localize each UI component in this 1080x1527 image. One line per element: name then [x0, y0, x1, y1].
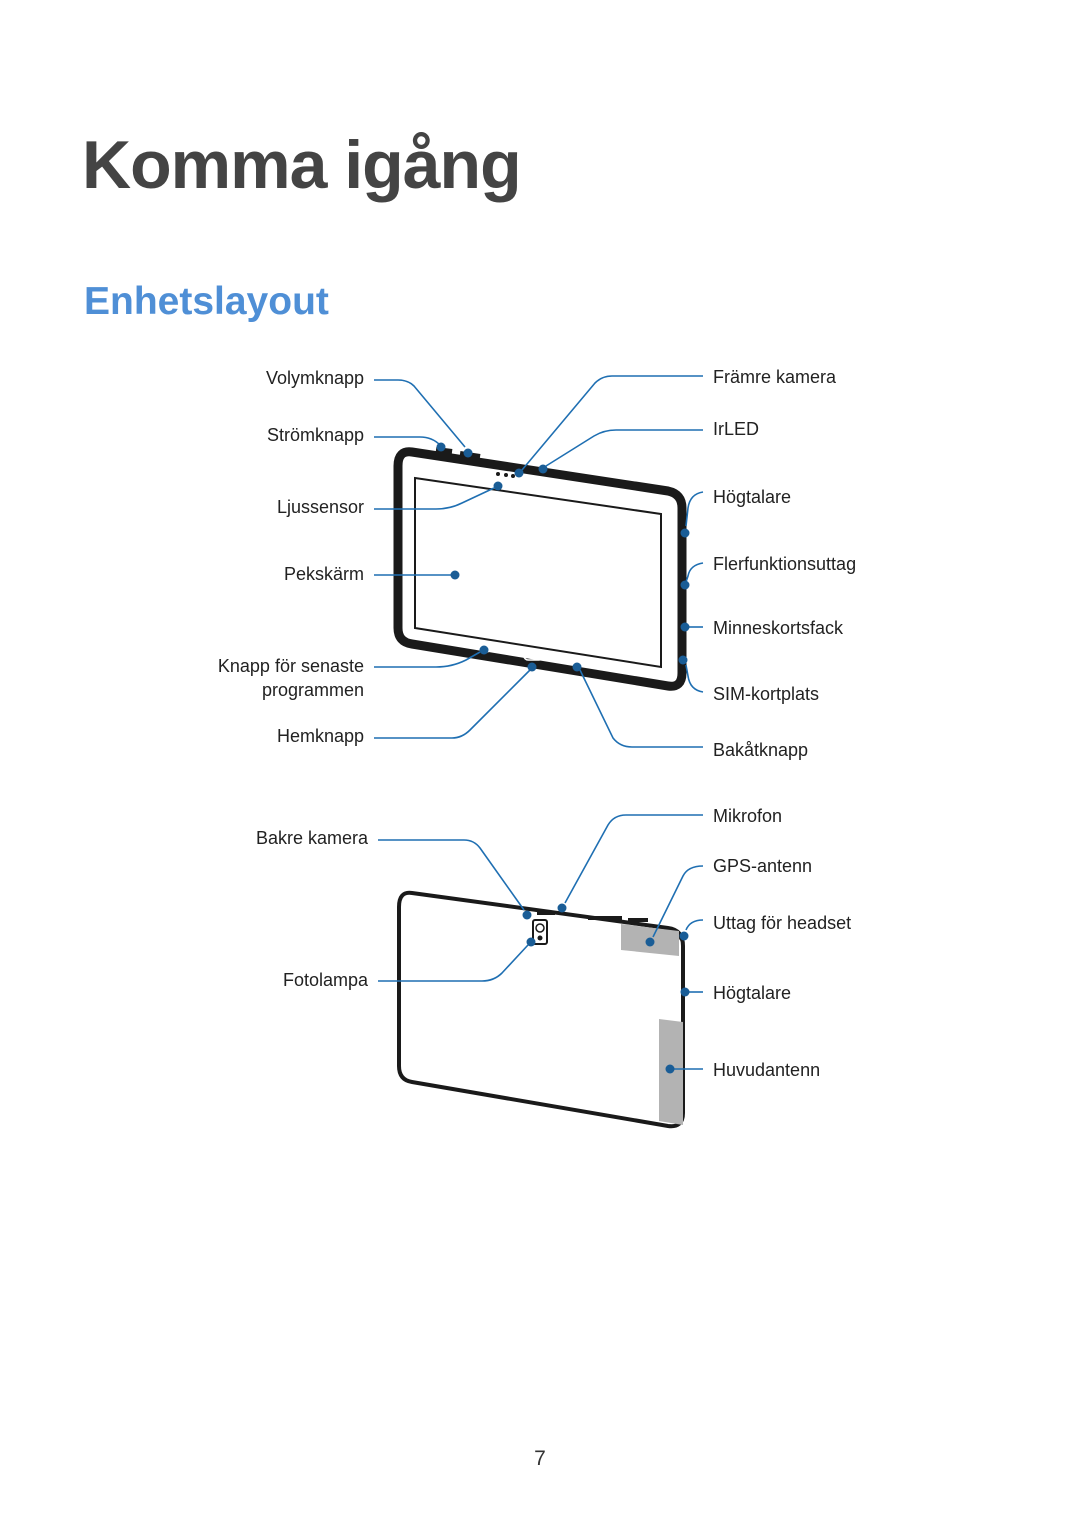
label-gps-antenna: GPS-antenn: [713, 856, 812, 876]
label-irled: IrLED: [713, 419, 759, 439]
callout-gps-antenna: GPS-antenn: [645, 856, 812, 947]
callout-front-camera: Främre kamera: [514, 367, 837, 478]
label-headset-jack: Uttag för headset: [713, 913, 851, 933]
callout-speaker-front: Högtalare: [680, 487, 791, 538]
tablet-front-illustration: [393, 447, 687, 691]
label-flash: Fotolampa: [283, 970, 369, 990]
label-volume-key: Volymknapp: [266, 368, 364, 388]
label-rear-camera: Bakre kamera: [256, 828, 369, 848]
callout-speaker-back: Högtalare: [680, 983, 791, 1003]
callout-back-key: Bakåtknapp: [572, 662, 808, 760]
label-speaker-back: Högtalare: [713, 983, 791, 1003]
page-number: 7: [534, 1447, 546, 1470]
label-back-key: Bakåtknapp: [713, 740, 808, 760]
label-home-key: Hemknapp: [277, 726, 364, 746]
callout-irled: IrLED: [538, 419, 759, 474]
callout-memory-card-slot: Minneskortsfack: [680, 618, 844, 638]
label-sim-slot: SIM-kortplats: [713, 684, 819, 704]
label-memory-card-slot: Minneskortsfack: [713, 618, 844, 638]
callout-flash: Fotolampa: [283, 937, 536, 990]
callout-home-key: Hemknapp: [277, 662, 537, 746]
label-multipurpose-jack: Flerfunktionsuttag: [713, 554, 856, 574]
label-speaker-front: Högtalare: [713, 487, 791, 507]
label-power-key: Strömknapp: [267, 425, 364, 445]
label-touchscreen: Pekskärm: [284, 564, 364, 584]
callout-recent-apps-key: Knapp för senaste programmen: [218, 645, 489, 700]
callout-main-antenna: Huvudantenn: [665, 1060, 820, 1080]
chapter-title: Komma igång: [82, 127, 522, 203]
callout-headset-jack: Uttag för headset: [679, 913, 851, 941]
label-recent-apps-line1: Knapp för senaste: [218, 656, 364, 676]
label-microphone: Mikrofon: [713, 806, 782, 826]
callout-touchscreen: Pekskärm: [284, 564, 460, 584]
label-main-antenna: Huvudantenn: [713, 1060, 820, 1080]
label-recent-apps-line2: programmen: [262, 680, 364, 700]
callout-microphone: Mikrofon: [557, 806, 782, 913]
tablet-back-illustration: [397, 890, 685, 1129]
callout-sim-slot: SIM-kortplats: [678, 655, 819, 704]
callout-light-sensor: Ljussensor: [277, 481, 503, 517]
label-front-camera: Främre kamera: [713, 367, 837, 387]
callout-volume-key: Volymknapp: [266, 368, 473, 458]
callout-rear-camera: Bakre kamera: [256, 828, 532, 920]
section-title: Enhetslayout: [84, 280, 329, 323]
label-light-sensor: Ljussensor: [277, 497, 364, 517]
callout-multipurpose-jack: Flerfunktionsuttag: [680, 554, 856, 590]
callout-power-key: Strömknapp: [267, 425, 446, 452]
